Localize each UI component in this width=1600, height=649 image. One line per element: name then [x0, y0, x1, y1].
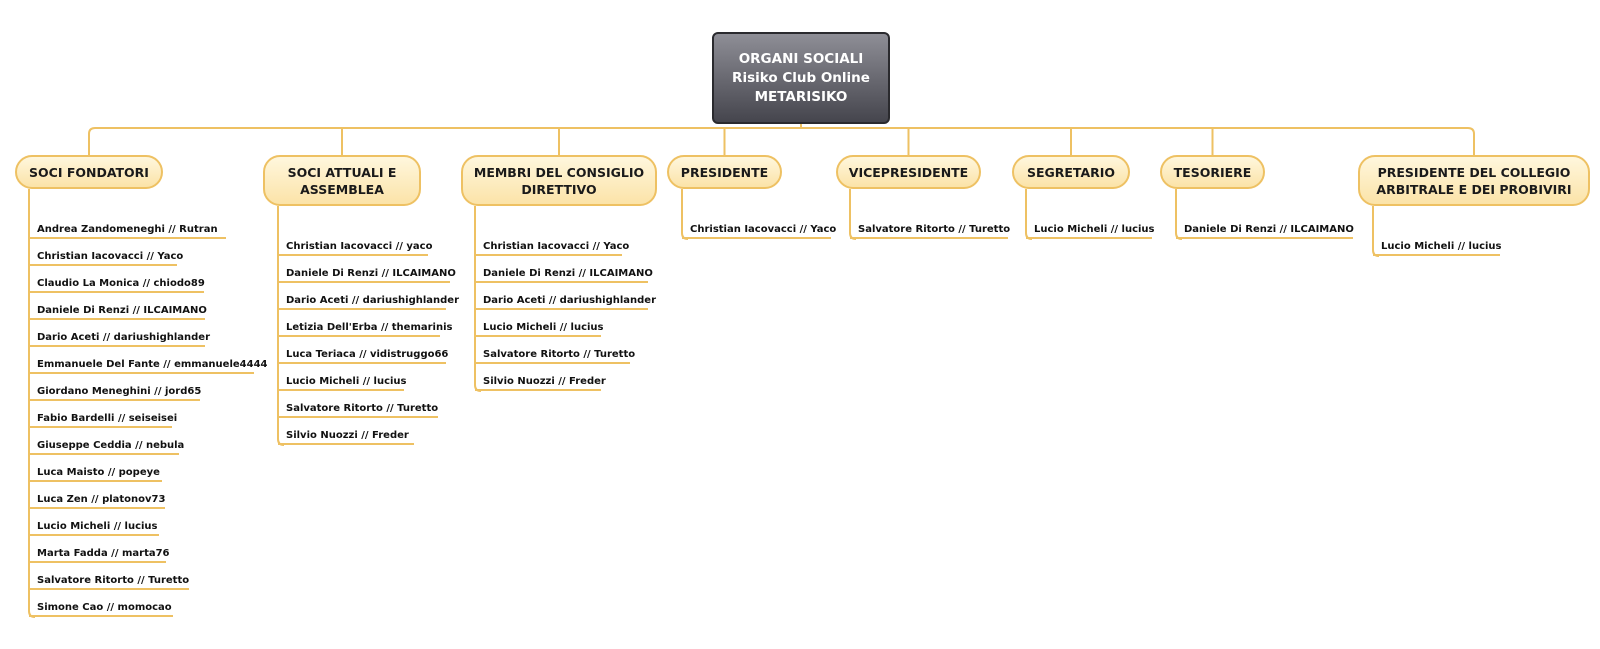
branch-node: SOCI ATTUALI E ASSEMBLEA — [263, 155, 421, 206]
member-item: Salvatore Ritorto // Turetto — [278, 402, 438, 418]
member-item: Simone Cao // momocao — [29, 601, 173, 617]
member-item: Daniele Di Renzi // ILCAIMANO — [475, 267, 653, 283]
member-item: Daniele Di Renzi // ILCAIMANO — [1176, 223, 1354, 239]
branch-node: SOCI FONDATORI — [15, 155, 163, 189]
root-title: ORGANI SOCIALI — [738, 50, 864, 67]
member-item: Emmanuele Del Fante // emmanuele4444 — [29, 358, 268, 374]
branch-node: PRESIDENTE — [667, 155, 782, 189]
member-item: Dario Aceti // dariushighlander — [278, 294, 459, 310]
member-item: Marta Fadda // marta76 — [29, 547, 170, 563]
branch-node: SEGRETARIO — [1012, 155, 1130, 189]
member-item: Silvio Nuozzi // Freder — [475, 375, 606, 391]
member-item: Dario Aceti // dariushighlander — [29, 331, 210, 347]
bus-line — [88, 127, 1475, 155]
member-item: Giordano Meneghini // jord65 — [29, 385, 201, 401]
branch-title: SOCI ATTUALI E ASSEMBLEA — [287, 164, 397, 197]
root-node: ORGANI SOCIALI Risiko Club Online METARI… — [712, 32, 890, 124]
branch-node: VICEPRESIDENTE — [836, 155, 981, 189]
branch-title: SEGRETARIO — [1026, 164, 1116, 180]
member-item: Lucio Micheli // lucius — [475, 321, 604, 337]
branch-node: PRESIDENTE DEL COLLEGIO ARBITRALE E DEI … — [1358, 155, 1590, 206]
member-item: Dario Aceti // dariushighlander — [475, 294, 656, 310]
branch-title: PRESIDENTE DEL COLLEGIO ARBITRALE E DEI … — [1376, 164, 1572, 197]
member-item: Salvatore Ritorto // Turetto — [475, 348, 635, 364]
member-item: Claudio La Monica // chiodo89 — [29, 277, 205, 293]
branch-node: TESORIERE — [1160, 155, 1265, 189]
member-item: Letizia Dell'Erba // themarinis — [278, 321, 452, 337]
member-item: Lucio Micheli // lucius — [278, 375, 407, 391]
member-item: Luca Zen // platonov73 — [29, 493, 165, 509]
member-item: Fabio Bardelli // seiseisei — [29, 412, 177, 428]
member-item: Luca Teriaca // vidistruggo66 — [278, 348, 448, 364]
branch-title: SOCI FONDATORI — [29, 164, 149, 180]
member-item: Giuseppe Ceddia // nebula — [29, 439, 184, 455]
member-item: Daniele Di Renzi // ILCAIMANO — [278, 267, 456, 283]
root-name: METARISIKO — [754, 88, 848, 105]
branch-title: VICEPRESIDENTE — [848, 164, 969, 180]
member-item: Lucio Micheli // lucius — [1373, 240, 1502, 256]
branch-title: MEMBRI DEL CONSIGLIO DIRETTIVO — [473, 164, 645, 197]
branch-node: MEMBRI DEL CONSIGLIO DIRETTIVO — [461, 155, 657, 206]
member-item: Christian Iacovacci // Yaco — [475, 240, 629, 256]
branch-title: PRESIDENTE — [680, 164, 769, 180]
member-item: Daniele Di Renzi // ILCAIMANO — [29, 304, 207, 320]
member-item: Christian Iacovacci // yaco — [278, 240, 432, 256]
member-item: Christian Iacovacci // Yaco — [682, 223, 836, 239]
branch-title: TESORIERE — [1173, 164, 1252, 180]
member-item: Christian Iacovacci // Yaco — [29, 250, 183, 266]
member-item: Salvatore Ritorto // Turetto — [29, 574, 189, 590]
member-item: Salvatore Ritorto // Turetto — [850, 223, 1010, 239]
member-item: Lucio Micheli // lucius — [29, 520, 159, 536]
member-item: Luca Maisto // popeye — [29, 466, 162, 482]
root-subtitle: Risiko Club Online — [732, 69, 870, 86]
member-item: Andrea Zandomeneghi // Rutran — [29, 223, 226, 239]
member-item: Silvio Nuozzi // Freder — [278, 429, 414, 445]
member-item: Lucio Micheli // lucius — [1026, 223, 1155, 239]
